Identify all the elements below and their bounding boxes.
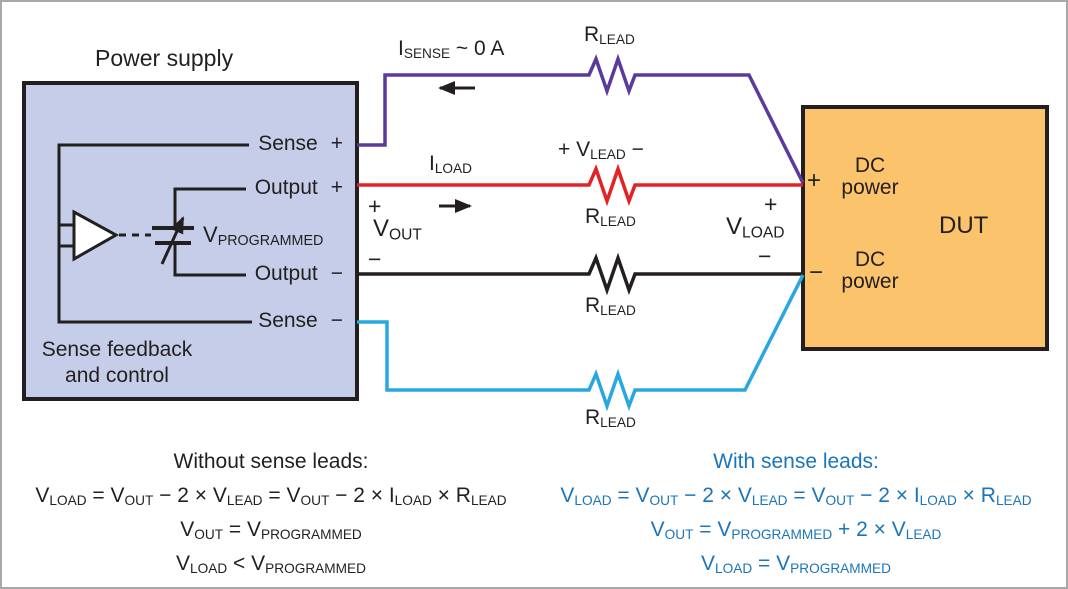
sense-positive-wire-and-rlead-resistor	[357, 53, 805, 184]
dut-negative-terminal-line1: DC	[854, 248, 886, 271]
equation-line: VLOAD < VPROGRAMMED	[176, 552, 366, 576]
terminal-output-plus-sign: +	[330, 176, 343, 199]
dut-title: DUT	[939, 212, 989, 239]
equation-line: VLOAD = VOUT − 2 × VLEAD = VOUT − 2 × IL…	[560, 484, 1032, 508]
v-out-plus-sign: +	[368, 193, 382, 219]
r-lead-label-output-plus: RLEAD	[585, 205, 636, 229]
output-positive-wire-and-rlead-resistor	[357, 163, 803, 207]
terminal-output-minus: Output−	[255, 262, 343, 286]
v-out-label: VOUT	[373, 215, 422, 244]
r-lead-label-output-minus: RLEAD	[585, 294, 636, 318]
i-sense-label: ISENSE ~ 0 A	[398, 37, 505, 61]
terminal-sense-plus-label: Sense	[258, 132, 318, 155]
r-lead-label-sense-plus: RLEAD	[584, 23, 635, 47]
equation-line: VOUT = VPROGRAMMED + 2 × VLEAD	[650, 518, 942, 542]
v-load-minus-sign: −	[758, 243, 772, 269]
terminal-output-minus-label: Output	[254, 262, 318, 285]
terminal-output-plus: Output +	[255, 176, 343, 200]
sense-feedback-caption: Sense feedback and control	[28, 337, 206, 389]
output-negative-wire-and-rlead-resistor	[357, 252, 803, 296]
r-lead-label-sense-minus: RLEAD	[585, 406, 636, 430]
equation-line: VOUT = VPROGRAMMED	[180, 518, 362, 542]
terminal-sense-minus-label: Sense	[258, 309, 318, 332]
sense-negative-wire-and-rlead-resistor	[357, 274, 805, 412]
dut-negative-terminal-sign: −	[809, 259, 824, 286]
equation-line: VLOAD = VOUT − 2 × VLEAD = VOUT − 2 × IL…	[35, 484, 507, 508]
programmed-source-connector-wire	[173, 187, 246, 277]
v-lead-label: + VLEAD −	[558, 138, 644, 162]
sense-feedback-caption-line2: and control	[65, 364, 169, 387]
dut-box	[801, 105, 1049, 351]
dut-positive-terminal-line1: DC	[854, 154, 886, 177]
dut-negative-terminal-label: DC power	[833, 249, 907, 293]
sense-feedback-loop-wire	[57, 143, 252, 324]
sense-feedback-caption-line1: Sense feedback	[41, 338, 193, 361]
dut-positive-terminal-label: DC power	[833, 155, 907, 199]
equations-without-sense-leads: Without sense leads: VLOAD = VOUT − 2 × …	[22, 450, 520, 583]
opamp-icon	[72, 209, 120, 262]
variable-source-arrow-icon	[160, 216, 185, 265]
equation-line: VLOAD = VPROGRAMMED	[701, 552, 891, 576]
terminal-sense-minus-sign: −	[330, 309, 343, 332]
i-load-label: ILOAD	[429, 152, 472, 176]
v-load-plus-sign: +	[764, 191, 778, 217]
terminal-output-minus-sign: −	[330, 262, 343, 285]
dut-negative-terminal-line2: power	[841, 270, 899, 293]
equations-with-title: With sense leads:	[713, 450, 879, 473]
equations-without-title: Without sense leads:	[173, 450, 369, 473]
terminal-sense-plus: Sense +	[258, 132, 343, 156]
v-out-minus-sign: −	[368, 246, 382, 272]
equations-with-sense-leads: With sense leads: VLOAD = VOUT − 2 × VLE…	[550, 450, 1042, 583]
power-supply-title: Power supply	[95, 45, 234, 71]
dut-positive-terminal-line2: power	[841, 176, 899, 199]
opamp-input-wires	[59, 223, 74, 248]
v-load-label: VLOAD	[726, 213, 785, 242]
terminal-sense-plus-sign: +	[330, 132, 343, 155]
terminal-sense-minus: Sense−	[258, 309, 343, 333]
dut-positive-terminal-sign: +	[807, 167, 822, 194]
v-programmed-label: VPROGRAMMED	[203, 222, 324, 250]
terminal-output-plus-label: Output	[254, 176, 318, 199]
